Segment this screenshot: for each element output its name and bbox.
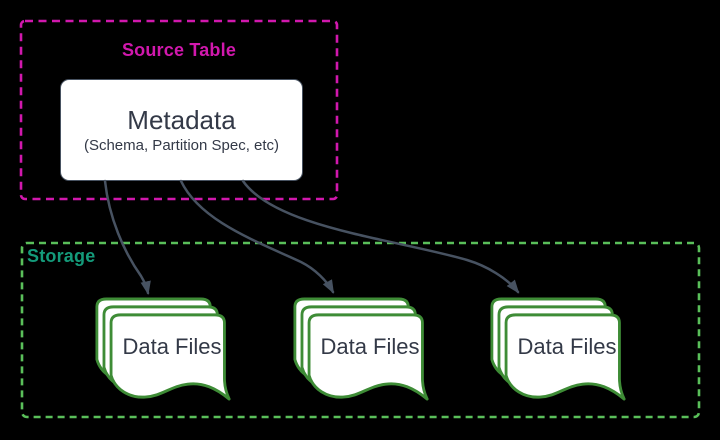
edge-metadata-to-datafiles-2 <box>179 179 335 294</box>
source-table-cluster-label: Source Table <box>121 40 237 60</box>
edge-metadata-to-datafiles-1 <box>103 179 151 296</box>
storage-cluster-label: Storage <box>27 246 96 266</box>
metadata-node: Metadata (Schema, Partition Spec, etc) <box>60 79 303 181</box>
data-files-label: Data Files <box>122 334 222 359</box>
data-files-node-2: Data Files <box>293 297 430 403</box>
data-files-node-1: Data Files <box>95 297 232 403</box>
metadata-node-title: Metadata <box>127 104 236 135</box>
data-files-label: Data Files <box>517 334 617 359</box>
data-files-label: Data Files <box>320 334 420 359</box>
data-files-node-3: Data Files <box>490 297 627 403</box>
metadata-node-subtitle: (Schema, Partition Spec, etc) <box>83 136 280 154</box>
edge-metadata-to-datafiles-3 <box>241 179 520 294</box>
